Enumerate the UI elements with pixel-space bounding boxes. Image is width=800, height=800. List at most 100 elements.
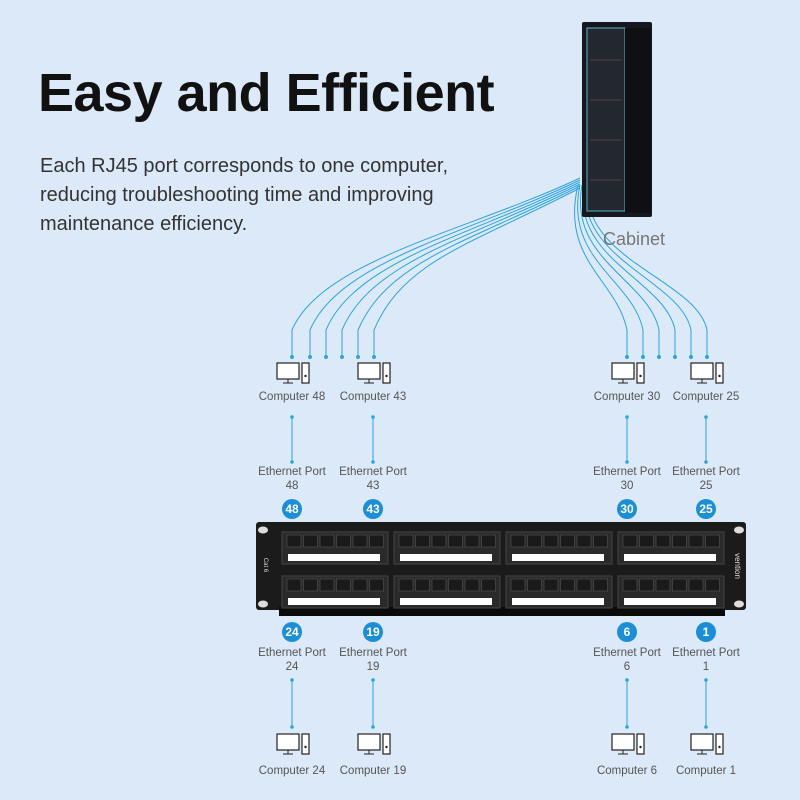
tower-button <box>718 745 721 749</box>
mount-hole <box>258 526 268 534</box>
tower-icon <box>382 733 391 755</box>
port-label: Ethernet Port 43 <box>339 466 407 492</box>
port-label: Ethernet Port 30 <box>593 466 661 492</box>
tower-icon <box>715 362 724 384</box>
cabinet-label: Cabinet <box>603 229 666 249</box>
rj45-port <box>672 534 687 548</box>
computer-label: Computer 1 <box>675 765 737 777</box>
cable-end-dot <box>689 355 693 359</box>
dot <box>704 415 708 419</box>
tower-button <box>639 745 642 749</box>
dot <box>290 678 294 682</box>
mount-hole <box>734 526 744 534</box>
cable <box>577 184 644 356</box>
label-strip <box>400 554 492 561</box>
rj45-port <box>398 534 414 548</box>
rj45-port <box>303 578 318 592</box>
tower-button <box>304 374 307 378</box>
port-label: Ethernet Port 24 <box>258 647 326 673</box>
rj45-port <box>639 534 654 548</box>
cabinet-door <box>586 27 626 212</box>
rj45-port <box>527 578 542 592</box>
port-badge: 43 <box>363 499 383 519</box>
port-badge: 19 <box>363 622 383 642</box>
cable <box>574 184 628 356</box>
rj45-port <box>415 534 430 548</box>
rj45-port <box>510 578 526 592</box>
rj45-port <box>705 578 720 592</box>
cable-end-dot <box>673 355 677 359</box>
monitor-icon <box>276 733 300 751</box>
computer-label: Computer 48 <box>258 391 326 403</box>
port-label: Ethernet Port 25 <box>672 466 740 492</box>
rj45-port <box>448 534 463 548</box>
computer-label: Computer 19 <box>339 765 407 777</box>
description: Each RJ45 port corresponds to one comput… <box>40 155 449 235</box>
monitor-icon <box>690 362 714 380</box>
computer-label: Computer 24 <box>258 765 326 777</box>
cable <box>325 181 581 356</box>
tower-button <box>385 374 388 378</box>
tower-icon <box>636 362 645 384</box>
cabinet-side <box>625 28 651 213</box>
cable-end-dot <box>641 355 645 359</box>
rj45-port <box>369 534 384 548</box>
dot <box>704 678 708 682</box>
cable <box>373 187 581 356</box>
rj45-port <box>286 534 302 548</box>
rj45-port <box>593 534 608 548</box>
dot <box>371 460 375 464</box>
port-badge: 48 <box>282 499 302 519</box>
cable <box>579 184 660 356</box>
rj45-port <box>415 578 430 592</box>
rj45-port <box>622 578 638 592</box>
rj45-port <box>431 534 447 548</box>
rj45-port <box>481 534 496 548</box>
monitor-icon <box>611 733 635 751</box>
port-badge: 24 <box>282 622 302 642</box>
panel-cat-label: Cat 6 <box>262 557 269 573</box>
port-badge: 6 <box>617 622 637 642</box>
rj45-port <box>448 578 463 592</box>
dot <box>625 460 629 464</box>
rj45-port <box>398 578 414 592</box>
cable-end-dot <box>657 355 661 359</box>
dot <box>371 415 375 419</box>
rj45-port <box>705 534 720 548</box>
cable <box>357 185 581 356</box>
dot <box>625 678 629 682</box>
rj45-port <box>431 578 447 592</box>
cable <box>309 179 581 356</box>
rj45-port <box>560 578 575 592</box>
rj45-port <box>672 578 687 592</box>
rj45-port <box>286 578 302 592</box>
dot <box>704 725 708 729</box>
port-label: Ethernet Port 48 <box>258 466 326 492</box>
port-badge: 25 <box>696 499 716 519</box>
tower-icon <box>301 362 310 384</box>
rj45-port <box>622 534 638 548</box>
port-badge: 30 <box>617 499 637 519</box>
monitor-icon <box>357 362 381 380</box>
rj45-port <box>319 578 335 592</box>
rj45-port <box>336 534 351 548</box>
computer-label: Computer 43 <box>339 391 407 403</box>
dot <box>625 725 629 729</box>
computer-label: Computer 25 <box>672 391 740 403</box>
panel-cable-bar <box>279 607 725 616</box>
cable-end-dot <box>356 355 360 359</box>
rj45-port <box>352 534 368 548</box>
tower-button <box>304 745 307 749</box>
rj45-port <box>464 534 480 548</box>
cable <box>291 177 581 356</box>
rj45-port <box>510 534 526 548</box>
label-strip <box>512 598 604 605</box>
rj45-port <box>688 578 704 592</box>
tower-icon <box>636 733 645 755</box>
cable-end-dot <box>705 355 709 359</box>
tower-button <box>718 374 721 378</box>
rj45-port <box>576 578 592 592</box>
tower-icon <box>301 733 310 755</box>
label-strip <box>288 554 380 561</box>
label-strip <box>624 554 716 561</box>
